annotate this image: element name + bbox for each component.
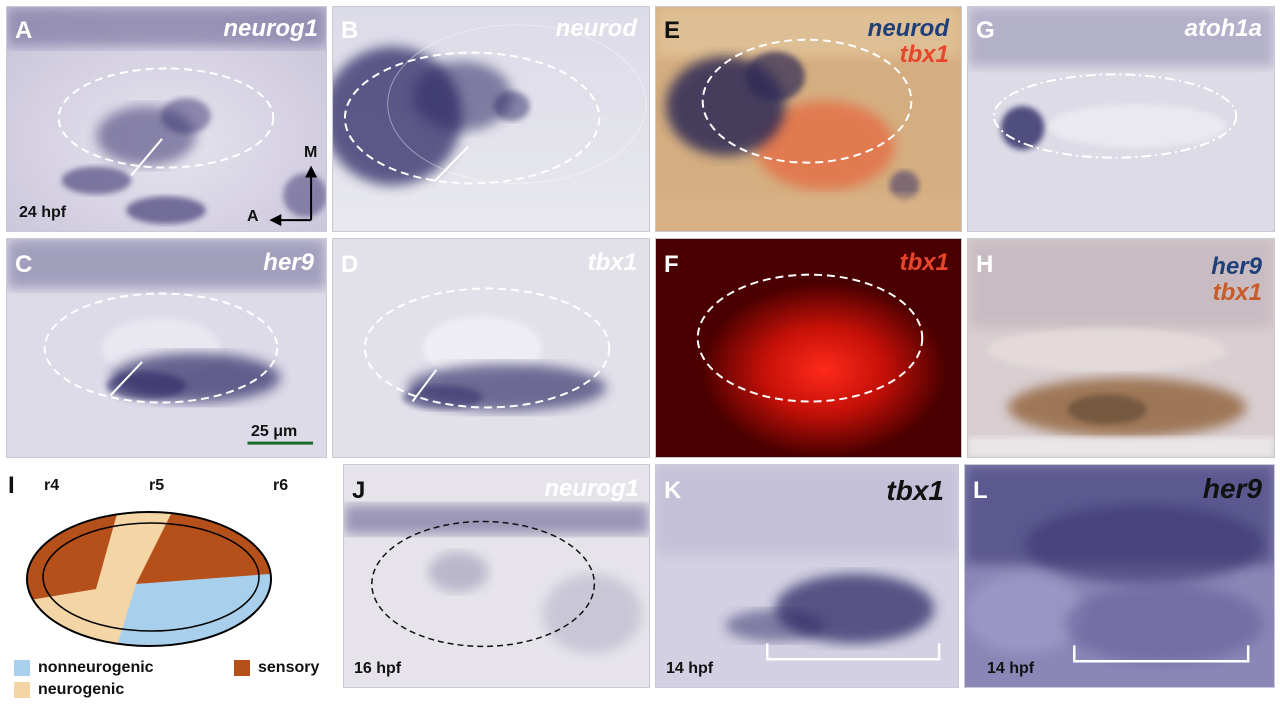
- gene-label: tbx1: [886, 475, 944, 506]
- panel-h: H her9 tbx1: [967, 238, 1275, 458]
- panel-a: A neurog1 24 hpf M A: [6, 6, 327, 232]
- panel-label: E: [664, 17, 681, 44]
- panel-label: A: [15, 17, 33, 44]
- gene-label: neurog1: [544, 475, 639, 502]
- panel-l-micrograph: [965, 465, 1274, 687]
- rhombomere-r6: r6: [273, 477, 289, 494]
- panel-label: D: [341, 251, 359, 278]
- gene-label: neurod: [555, 15, 637, 42]
- stage-label: 14 hpf: [666, 660, 714, 677]
- gene-label-1: neurod: [867, 15, 949, 42]
- panel-label: K: [664, 477, 682, 504]
- gene-label-2: tbx1: [899, 41, 949, 68]
- gene-label: tbx1: [899, 249, 949, 276]
- panel-c: C her9 25 μm: [6, 238, 327, 458]
- rhombomere-r4: r4: [44, 477, 60, 494]
- legend-sensory: sensory: [258, 659, 320, 676]
- stage-label: 14 hpf: [987, 660, 1035, 677]
- gene-label: neurog1: [223, 15, 318, 42]
- gene-label-1: her9: [1211, 253, 1262, 280]
- legend-nonneurogenic: nonneurogenic: [38, 659, 154, 676]
- scale-bar-label: 25 μm: [251, 423, 298, 440]
- panel-i-schematic: I r4 r5 r6 nonneurogenic neurogenic sens…: [6, 464, 336, 698]
- gene-label: atoh1a: [1184, 15, 1262, 42]
- panel-label: G: [976, 17, 995, 44]
- gene-label-2: tbx1: [1212, 279, 1262, 306]
- panel-f-fluorescence: [656, 239, 961, 457]
- panel-j: J neurog1 16 hpf: [343, 464, 650, 688]
- legend-swatch-neurogenic: [14, 682, 30, 698]
- panel-e-micrograph: [656, 7, 961, 231]
- panel-label: C: [15, 251, 33, 278]
- panel-g: G atoh1a: [967, 6, 1275, 232]
- legend-swatch-nonneurogenic: [14, 660, 30, 676]
- panel-b: B neurod: [332, 6, 650, 232]
- stage-label: 24 hpf: [19, 204, 67, 221]
- gene-label: her9: [1202, 473, 1262, 504]
- panel-d: D tbx1: [332, 238, 650, 458]
- panel-d-micrograph: [333, 239, 649, 457]
- panel-l: L her9 14 hpf: [964, 464, 1275, 688]
- legend-swatch-sensory: [234, 660, 250, 676]
- panel-label: L: [973, 477, 988, 504]
- panel-label: B: [341, 17, 359, 44]
- panel-f: F tbx1: [655, 238, 962, 458]
- panel-k-micrograph: [656, 465, 958, 687]
- legend-neurogenic: neurogenic: [38, 681, 125, 698]
- panel-j-micrograph: [344, 465, 649, 687]
- gene-label: her9: [263, 249, 314, 276]
- panel-a-micrograph: [7, 7, 326, 231]
- panel-k: K tbx1 14 hpf: [655, 464, 959, 688]
- axis-a-label: A: [247, 208, 259, 225]
- panel-h-micrograph: [968, 239, 1274, 457]
- panel-g-micrograph: [968, 7, 1274, 231]
- panel-label: H: [976, 251, 994, 278]
- stage-label: 16 hpf: [354, 660, 402, 677]
- rhombomere-r5: r5: [149, 477, 165, 494]
- panel-e: E neurod tbx1: [655, 6, 962, 232]
- otic-domain-diagram: [26, 511, 272, 647]
- panel-label: F: [664, 251, 679, 278]
- panel-c-micrograph: [7, 239, 326, 457]
- panel-label: I: [8, 472, 15, 499]
- panel-label: J: [352, 477, 366, 504]
- axis-m-label: M: [304, 144, 318, 161]
- panel-b-micrograph: [333, 7, 649, 231]
- gene-label: tbx1: [587, 249, 637, 276]
